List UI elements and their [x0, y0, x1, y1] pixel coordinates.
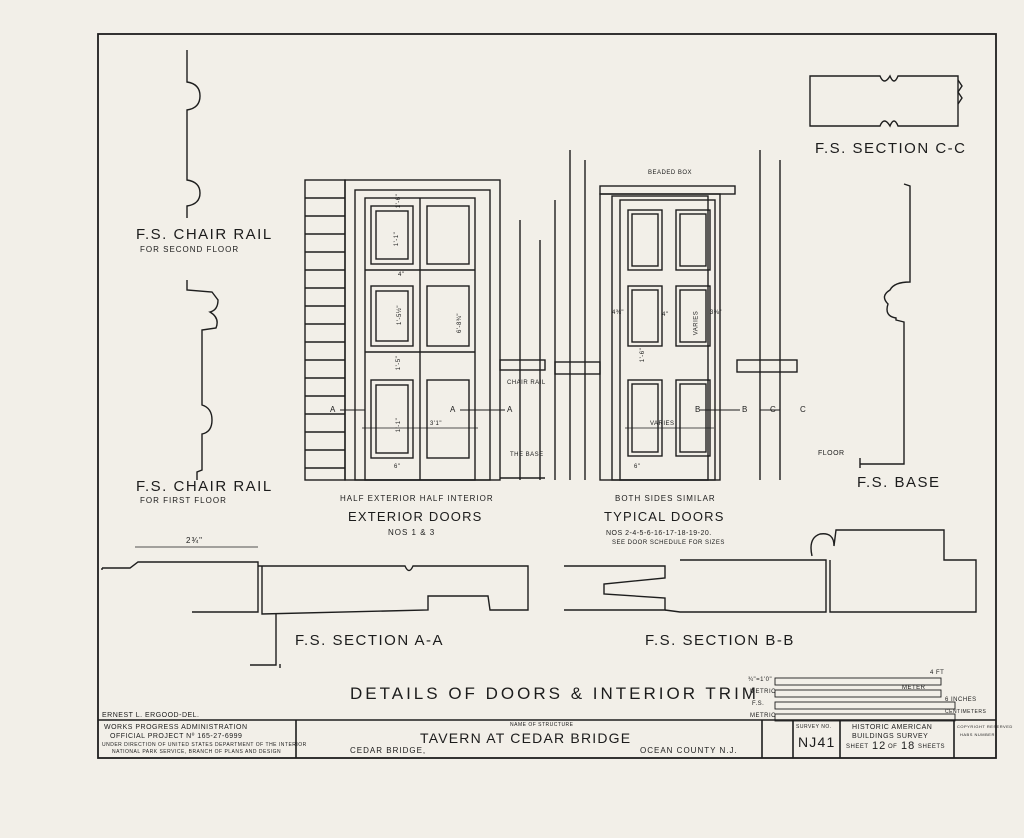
typical-door-numbers: NOS 2-4-5-6-16-17-18-19-20.: [606, 530, 712, 537]
section-marker-c-1: C: [770, 405, 777, 414]
survey-number: NJ41: [798, 734, 836, 750]
agency-line-2: OFFICIAL PROJECT Nº 165-27-6999: [110, 733, 243, 740]
typical-door-caption: TYPICAL DOORS: [604, 509, 725, 524]
ext-dim-panel-4: 1'-1": [396, 417, 403, 433]
typ-dim-rail: 4": [662, 312, 669, 318]
locality: CEDAR BRIDGE,: [350, 746, 427, 755]
ext-dim-width: 3'1": [430, 421, 442, 427]
structure-name-label: NAME OF STRUCTURE: [510, 722, 574, 728]
ext-dim-bottom: 6": [394, 464, 401, 470]
floor-label: FLOOR: [818, 450, 845, 457]
beaded-box-label: BEADED BOX: [648, 170, 693, 176]
section-marker-a-1: A: [330, 405, 337, 414]
ext-dim-rail: 4": [398, 272, 405, 278]
base-profile: [860, 183, 911, 465]
typ-dim-width: VARIES: [650, 421, 675, 427]
section-bb-title: F.S. SECTION B-B: [645, 632, 795, 649]
typ-dim-stile-left: 4⅜": [612, 310, 624, 316]
sheet-suffix: SHEETS: [918, 744, 946, 750]
chair-rail-first-title: F.S. CHAIR RAIL: [136, 478, 273, 495]
ext-dim-panel-2: 1'-5½": [396, 305, 403, 325]
agency-line-4: NATIONAL PARK SERVICE, BRANCH OF PLANS A…: [112, 749, 282, 755]
scale-tick-ft: 4 FT: [930, 670, 945, 676]
section-marker-a-3: A: [507, 405, 514, 414]
habs-line-1: HISTORIC AMERICAN: [852, 724, 933, 731]
section-bb-drawing: [564, 529, 977, 613]
copyright-line-2: HABS NUMBER: [960, 732, 995, 737]
chair-rail-first-profile: [186, 280, 219, 480]
section-marker-a-2: A: [450, 405, 457, 414]
ext-dim-panel-1: 1'-1": [394, 231, 401, 247]
scale-row-3: F.S.: [752, 701, 765, 707]
delineator: ERNEST L. ERGOOD-DEL.: [102, 712, 200, 719]
typ-dim-stile-right: 3⅜": [710, 310, 722, 316]
agency-line-3: UNDER DIRECTION OF UNITED STATES DEPARTM…: [102, 742, 307, 748]
scale-row-1: ¾"=1'0": [748, 677, 773, 683]
typical-door-elevation: [554, 150, 798, 481]
exterior-door-numbers: NOS 1 & 3: [388, 528, 436, 537]
survey-label: SURVEY NO.: [796, 724, 832, 730]
sheet-number: 12: [872, 740, 887, 752]
copyright-line-1: COPYRIGHT RESERVED: [957, 724, 1013, 729]
chair-rail-first-subtitle: FOR FIRST FLOOR: [140, 496, 227, 505]
ext-dim-top: 1'-6": [396, 193, 403, 209]
county: OCEAN COUNTY N.J.: [640, 746, 738, 755]
chair-rail-second-title: F.S. CHAIR RAIL: [136, 226, 273, 243]
section-marker-b-1: B: [695, 405, 702, 414]
exterior-door-caption-top: HALF EXTERIOR HALF INTERIOR: [340, 494, 494, 503]
scale-tick-inches: 6 INCHES: [945, 697, 977, 703]
scale-row-4: METRIC: [750, 713, 776, 719]
dimension-label: 2¾": [186, 536, 203, 545]
scale-row-2: METRIC: [750, 689, 776, 695]
agency-line-1: WORKS PROGRESS ADMINISTRATION: [104, 724, 248, 731]
ext-dim-height: 6'-8¾": [456, 313, 463, 333]
sheet-of: OF: [888, 744, 898, 750]
typ-dim-mid: 1'-6": [640, 347, 647, 363]
ext-dim-panel-3: 1'-5": [396, 355, 403, 371]
section-marker-b-2: B: [742, 405, 749, 414]
exterior-door-elevation: [304, 179, 546, 481]
section-cc-drawing: [809, 74, 963, 128]
sheet-border: [97, 33, 997, 759]
chair-rail-second-profile: [186, 50, 201, 218]
drawing-title: DETAILS OF DOORS & INTERIOR TRIM: [350, 684, 759, 703]
exterior-door-caption: EXTERIOR DOORS: [348, 509, 483, 524]
base-title: F.S. BASE: [857, 474, 941, 491]
chair-rail-second-subtitle: FOR SECOND FLOOR: [140, 245, 240, 254]
typical-door-caption-top: BOTH SIDES SIMILAR: [615, 494, 716, 503]
section-aa-title: F.S. SECTION A-A: [295, 632, 445, 649]
chair-rail-note: CHAIR RAIL: [507, 380, 546, 386]
section-aa-drawing: [101, 561, 529, 668]
section-cc-title: F.S. SECTION C-C: [815, 140, 967, 157]
base-note: THE BASE: [510, 452, 544, 458]
scale-unit-meter: METER: [902, 685, 926, 691]
sheet-total: 18: [901, 740, 916, 752]
structure-name: TAVERN AT CEDAR BRIDGE: [420, 730, 632, 746]
sheet-prefix: SHEET: [846, 744, 869, 750]
typ-dim-height: VARIES: [693, 310, 700, 336]
typical-door-schedule: SEE DOOR SCHEDULE FOR SIZES: [612, 540, 725, 546]
scale-unit-cm: CENTIMETERS: [945, 709, 987, 715]
scale-bar: [774, 677, 956, 722]
typ-dim-bottom: 6": [634, 464, 641, 470]
habs-line-2: BUILDINGS SURVEY: [852, 733, 929, 740]
section-marker-c-2: C: [800, 405, 807, 414]
